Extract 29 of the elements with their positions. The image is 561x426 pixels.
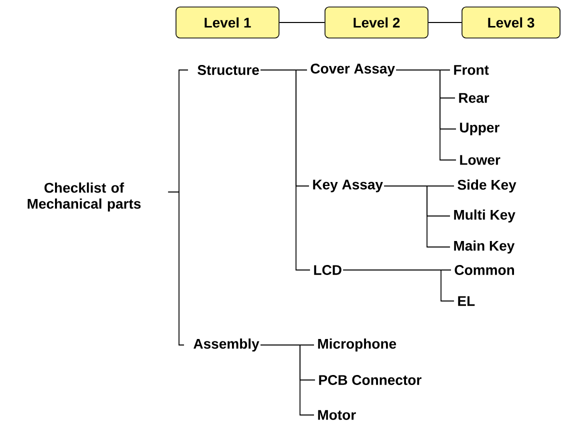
level-box: Level 3 xyxy=(462,6,560,38)
tree-item: PCB Connector xyxy=(319,375,422,385)
tree-item: Rear xyxy=(459,93,490,103)
tree-item: Microphone xyxy=(318,338,396,352)
tree-item: Key Assay xyxy=(313,180,383,192)
tree-item: Motor xyxy=(318,410,356,420)
tree-connector xyxy=(396,70,456,160)
tree-connector xyxy=(260,70,310,270)
tree-item: Common xyxy=(454,265,514,275)
level-box: Level 1 xyxy=(176,6,280,38)
tree-connector xyxy=(260,344,314,416)
tree-item: EL xyxy=(458,296,475,306)
tree-connector xyxy=(384,186,450,248)
tree-connector xyxy=(342,270,454,302)
tree-item: Main Key xyxy=(454,240,515,254)
connector-line xyxy=(428,22,462,23)
root-label: Checklist of Mechanical parts xyxy=(28,182,141,212)
level-box: Level 2 xyxy=(324,6,428,38)
tree-item: LCD xyxy=(314,265,342,275)
tree-connector xyxy=(168,192,184,346)
connector-line xyxy=(278,22,326,23)
tree-item: Lower xyxy=(460,155,500,165)
tree-item: Cover Assay xyxy=(310,64,395,76)
tree-item: Assembly xyxy=(194,338,260,352)
tree-item: Front xyxy=(454,65,489,75)
tree-item: Side Key xyxy=(458,179,516,193)
tree-item: Multi Key xyxy=(454,209,516,223)
tree-item: Upper xyxy=(460,122,500,136)
tree-item: Structure xyxy=(198,65,259,75)
